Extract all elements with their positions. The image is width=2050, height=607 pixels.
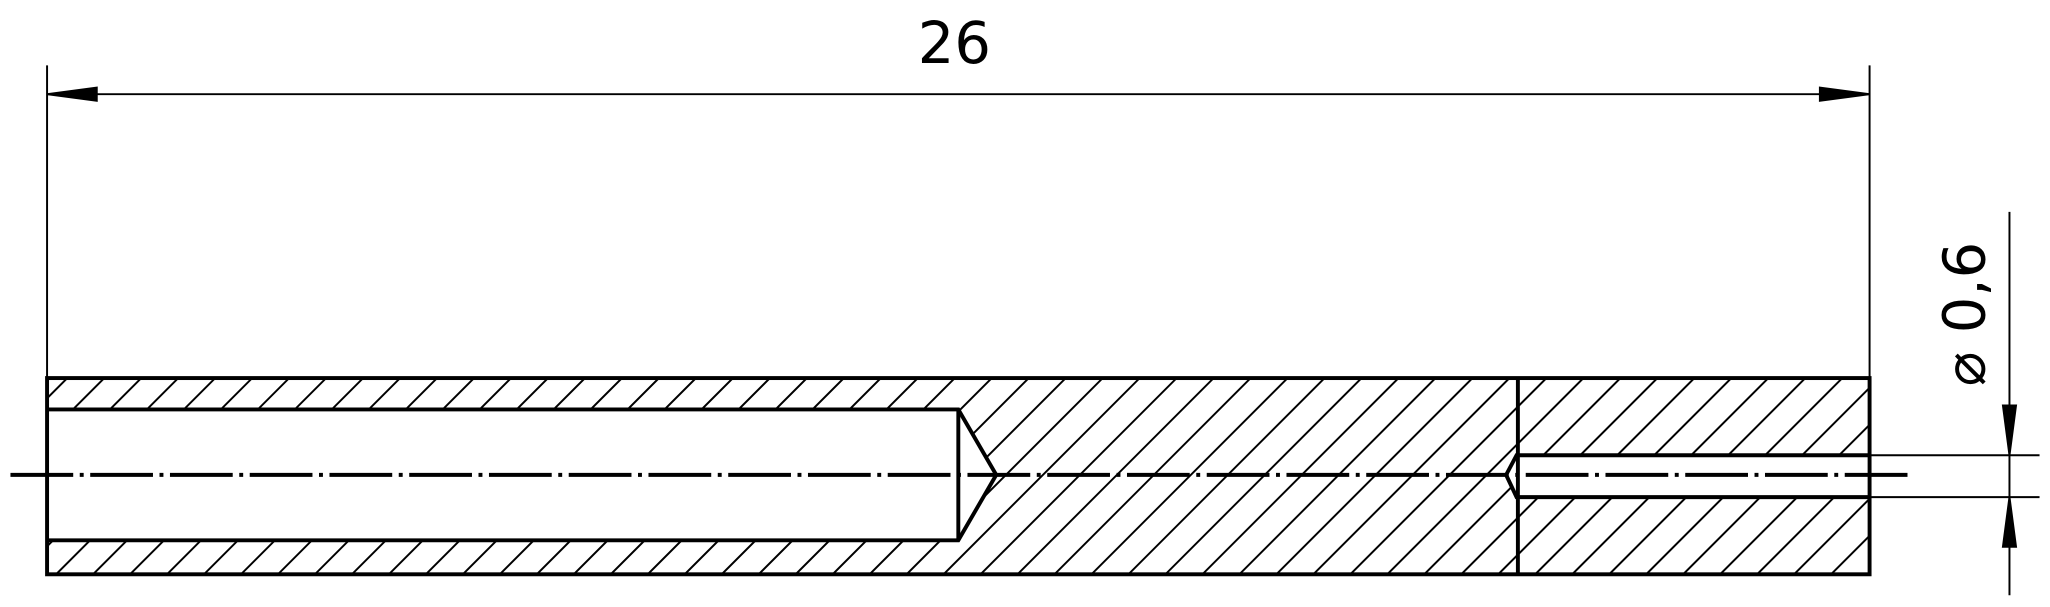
diameter-dimension	[1869, 211, 2040, 596]
diameter-dimension-label: ⌀ 0,6	[1932, 242, 1999, 386]
section-hatching	[47, 378, 1870, 575]
length-dimension-label: 26	[918, 10, 991, 77]
length-dimension	[46, 65, 1871, 379]
